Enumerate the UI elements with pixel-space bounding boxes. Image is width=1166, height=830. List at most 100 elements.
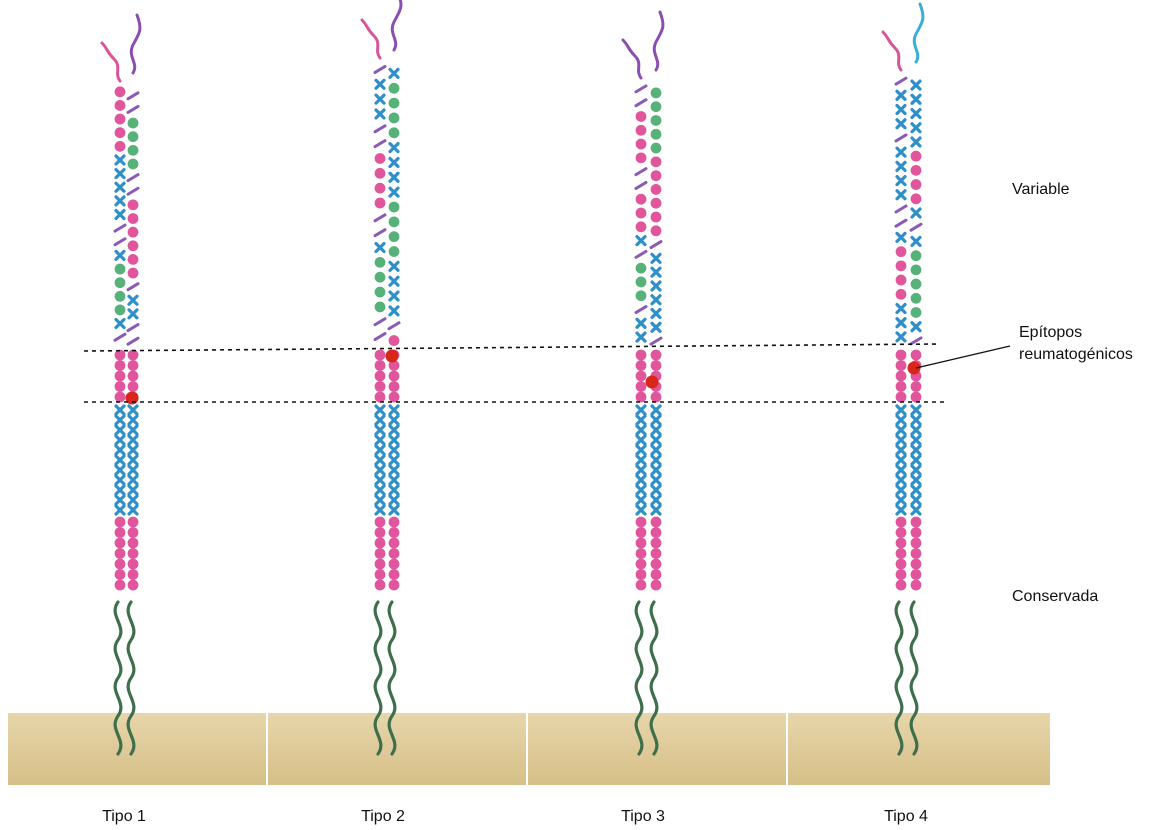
variable-bead-right (912, 237, 920, 245)
variable-bead-left (375, 183, 386, 194)
conserved-bead-left (376, 496, 384, 504)
epitope-zone-bead-left (375, 392, 386, 403)
membrane-segment-2 (268, 713, 526, 785)
variable-bead-right (389, 83, 400, 94)
membrane-segment-1 (8, 713, 266, 785)
variable-bead-right (390, 158, 398, 166)
conserved-bead-left (637, 496, 645, 504)
conserved-bead-right (912, 456, 920, 464)
epitopes-label-line1: Epítopos (1019, 323, 1082, 343)
conserved-bead-right (129, 496, 137, 504)
variable-bead-right (911, 264, 922, 275)
variable-bead-left (375, 272, 386, 283)
m-protein-strand-2 (362, 0, 401, 754)
conserved-bead-left (116, 486, 124, 494)
conserved-bead-right (652, 426, 660, 434)
conserved-bead-right (390, 416, 398, 424)
conserved-bead-right (129, 446, 137, 454)
variable-bead-right (911, 179, 922, 190)
conserved-bead-left (116, 496, 124, 504)
conserved-bead-right (129, 466, 137, 474)
variable-bead-left (375, 301, 386, 312)
variable-bead-left (115, 305, 126, 316)
epitope-zone-bead-left (636, 392, 647, 403)
conserved-bead-right (389, 559, 400, 570)
conserved-bead-right (912, 476, 920, 484)
variable-bead-right (652, 254, 660, 262)
variable-bead-right (911, 250, 922, 261)
variable-bead-left (375, 153, 386, 164)
variable-bead-left (636, 111, 647, 122)
conserved-bead-right (389, 538, 400, 549)
conserved-bead-left (376, 416, 384, 424)
conserved-bead-right (652, 486, 660, 494)
conserved-bead-left (116, 406, 124, 414)
variable-bead-right (128, 106, 138, 112)
conserved-bead-left (897, 506, 905, 514)
conserved-bead-right (129, 456, 137, 464)
variable-bead-left (375, 319, 385, 325)
type-label-3: Tipo 3 (583, 808, 703, 826)
variable-bead-left (636, 290, 647, 301)
variable-bead-left (115, 86, 126, 97)
conserved-bead-right (651, 569, 662, 580)
variable-bead-right (652, 310, 660, 318)
variable-bead-right (128, 188, 138, 194)
variable-bead-left (115, 100, 126, 111)
conserved-region-label: Conservada (1012, 587, 1098, 607)
variable-bead-right (389, 127, 400, 138)
conserved-bead-right (912, 406, 920, 414)
variable-bead-right (912, 95, 920, 103)
variable-bead-left (376, 80, 384, 88)
variable-bead-right (389, 246, 400, 257)
variable-bead-left (375, 230, 385, 236)
variable-bead-right (128, 213, 139, 224)
conserved-bead-right (912, 446, 920, 454)
conserved-bead-right (129, 406, 137, 414)
conserved-bead-right (912, 416, 920, 424)
variable-bead-left (636, 277, 647, 288)
conserved-bead-left (897, 496, 905, 504)
variable-bead-right (652, 268, 660, 276)
variable-bead-right (128, 240, 139, 251)
conserved-bead-right (129, 476, 137, 484)
conserved-bead-left (896, 559, 907, 570)
variable-bead-right (128, 93, 138, 99)
n-terminal-tail-right (914, 4, 923, 62)
epitope-region-upper-line (84, 344, 938, 351)
epitope-zone-bead-right (911, 350, 922, 361)
conserved-bead-left (376, 456, 384, 464)
conserved-bead-left (376, 466, 384, 474)
conserved-bead-left (637, 456, 645, 464)
conserved-bead-left (115, 580, 126, 591)
epitope-zone-bead-left (375, 371, 386, 382)
variable-bead-left (375, 66, 385, 72)
epitope-zone-bead-left (115, 392, 126, 403)
variable-bead-left (115, 264, 126, 275)
variable-bead-right (911, 165, 922, 176)
variable-bead-right (128, 145, 139, 156)
variable-bead-right (128, 268, 139, 279)
conserved-bead-left (896, 538, 907, 549)
conserved-bead-left (116, 476, 124, 484)
conserved-bead-right (911, 548, 922, 559)
variable-bead-left (896, 246, 907, 257)
conserved-bead-right (911, 559, 922, 570)
conserved-bead-left (636, 580, 647, 591)
variable-bead-left (636, 152, 647, 163)
conserved-bead-left (376, 406, 384, 414)
variable-bead-left (116, 251, 124, 259)
conserved-bead-left (116, 506, 124, 514)
conserved-bead-right (911, 527, 922, 538)
variable-bead-left (376, 110, 384, 118)
conserved-bead-right (390, 466, 398, 474)
conserved-bead-left (897, 476, 905, 484)
variable-bead-right (651, 129, 662, 140)
conserved-bead-left (376, 506, 384, 514)
variable-bead-left (897, 162, 905, 170)
conserved-bead-left (896, 548, 907, 559)
conserved-bead-right (128, 548, 139, 559)
epitopes-label-line2: reumatogénicos (1019, 345, 1133, 365)
conserved-bead-right (912, 466, 920, 474)
conserved-bead-right (651, 517, 662, 528)
